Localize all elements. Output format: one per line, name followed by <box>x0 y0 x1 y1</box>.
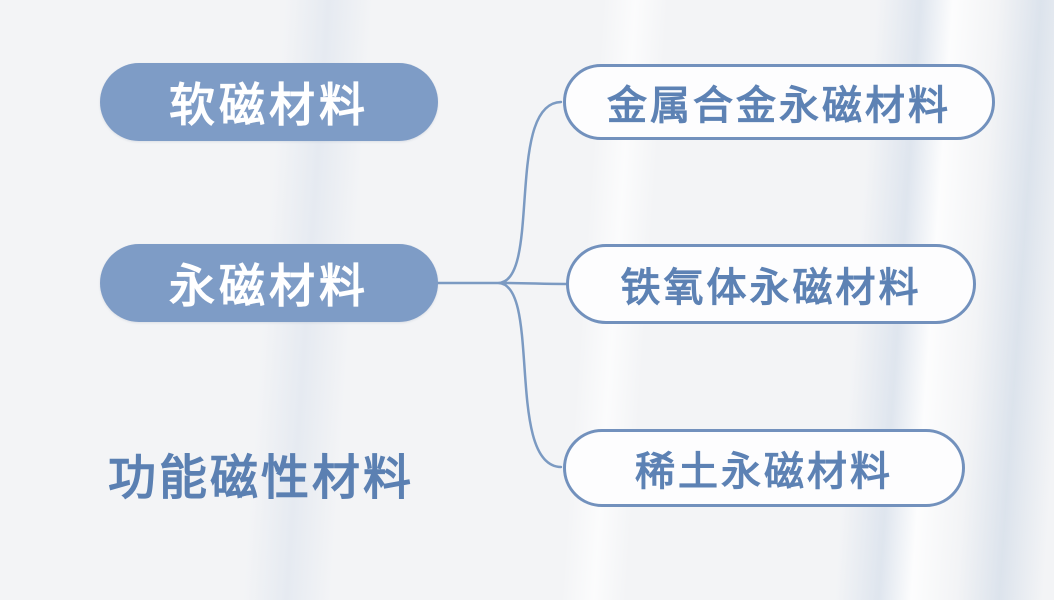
node-ferrite-permanent-magnet: 铁氧体永磁材料 <box>566 244 976 324</box>
node-metal-alloy-permanent-magnet-label: 金属合金永磁材料 <box>607 83 951 129</box>
node-functional-magnetic-material: 功能磁性材料 <box>108 438 414 508</box>
node-metal-alloy-permanent-magnet: 金属合金永磁材料 <box>563 64 995 140</box>
node-permanent-magnetic-material: 永磁材料 <box>100 244 438 322</box>
node-soft-magnetic-material: 软磁材料 <box>100 63 438 141</box>
node-ferrite-permanent-magnet-label: 铁氧体永磁材料 <box>620 265 922 311</box>
node-rare-earth-permanent-magnet-label: 稀土永磁材料 <box>635 449 893 495</box>
node-soft-magnetic-material-label: 软磁材料 <box>169 78 369 132</box>
node-permanent-magnetic-material-label: 永磁材料 <box>169 259 369 313</box>
node-functional-magnetic-material-label: 功能磁性材料 <box>108 450 415 506</box>
node-rare-earth-permanent-magnet: 稀土永磁材料 <box>563 429 965 507</box>
